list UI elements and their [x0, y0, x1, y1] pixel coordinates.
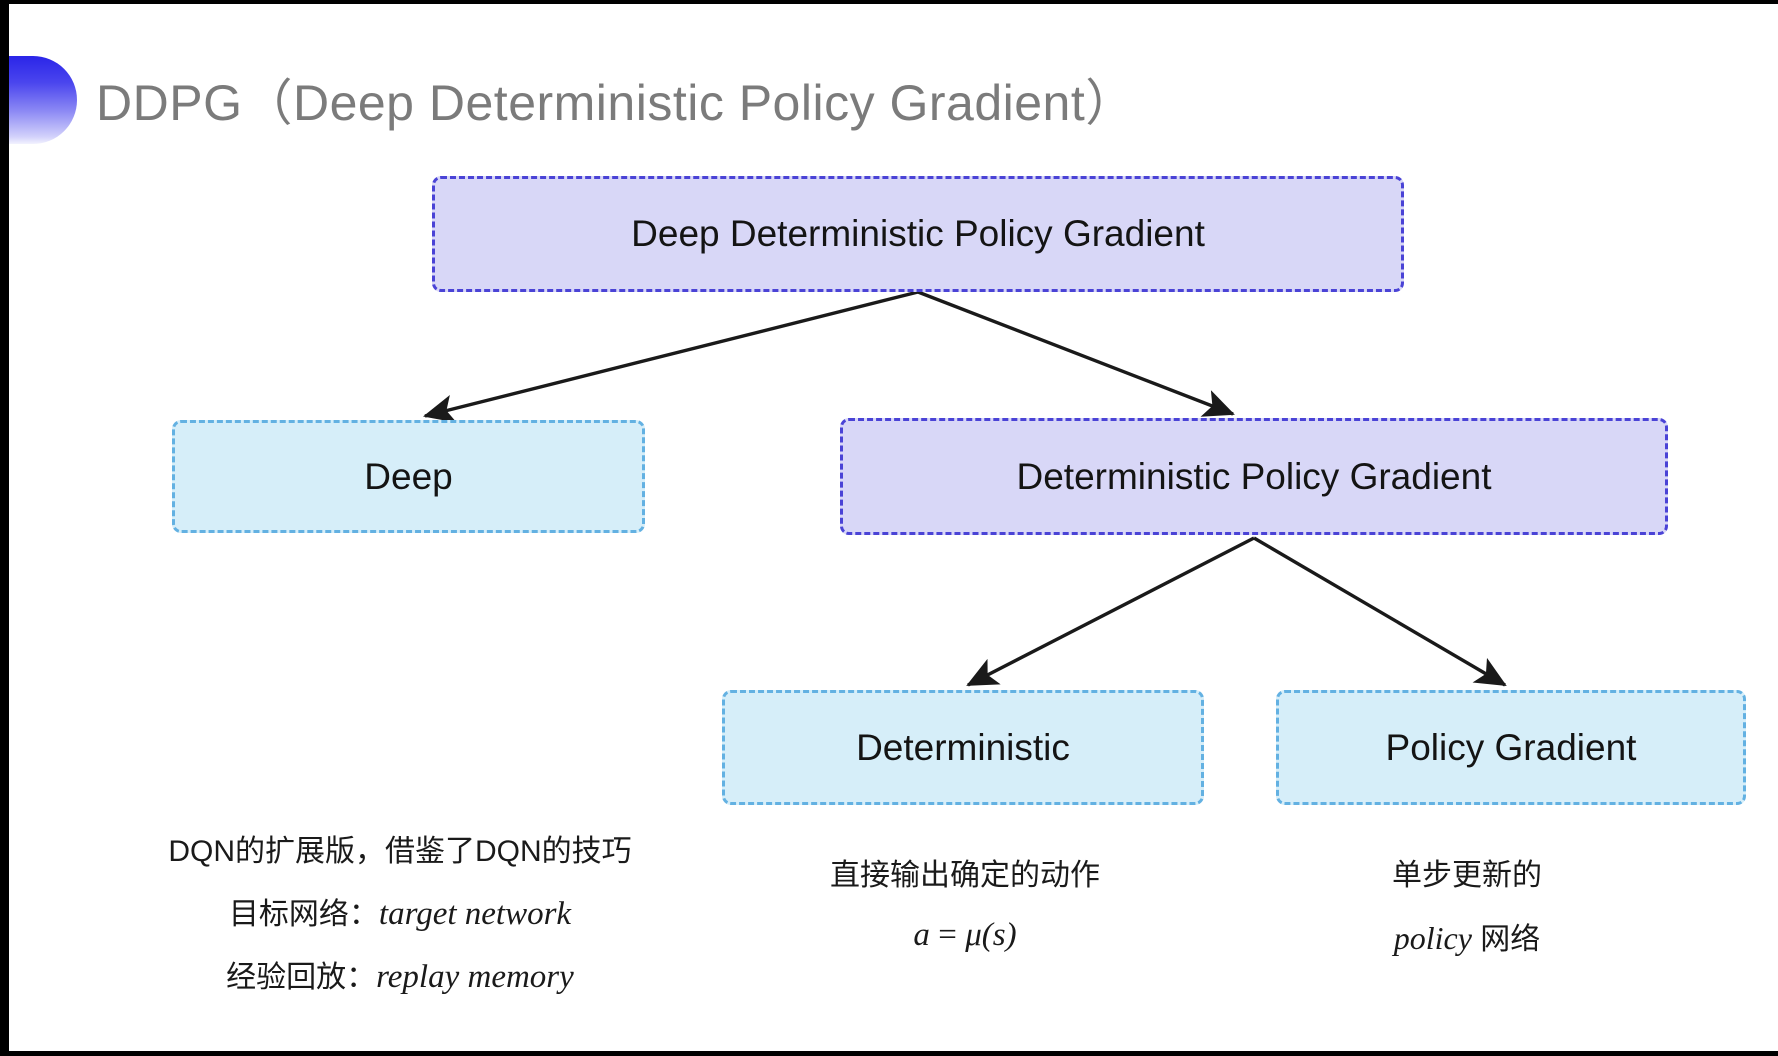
caption-deterministic-line1: 直接输出确定的动作	[830, 859, 1100, 892]
edge-root-dpg	[917, 290, 1235, 417]
caption-policy-gradient-term: policy	[1393, 920, 1472, 956]
caption-deep-line2-term: target network	[378, 896, 572, 932]
title-bullet-icon	[9, 56, 77, 144]
node-deterministic[interactable]: Deterministic	[722, 690, 1204, 805]
node-deep-deterministic-policy-gradient[interactable]: Deep Deterministic Policy Gradient	[432, 176, 1404, 292]
slide-frame-top	[0, 0, 1778, 4]
node-deep[interactable]: Deep	[172, 420, 645, 533]
caption-deterministic-formula: a = μ(s)	[730, 907, 1200, 964]
edge-dpg-deterministic	[966, 536, 1255, 687]
caption-deep-line1: DQN的扩展版，借鉴了DQN的技巧	[168, 835, 632, 868]
page-title: DDPG（Deep Deterministic Policy Gradient）	[96, 75, 1136, 131]
caption-deterministic: 直接输出确定的动作 a = μ(s)	[730, 845, 1200, 964]
edge-root-deep	[423, 290, 919, 423]
caption-policy-gradient-line1: 单步更新的	[1392, 859, 1542, 892]
node-label: Policy Gradient	[1385, 726, 1637, 768]
caption-policy-gradient: 单步更新的 policy 网络	[1262, 845, 1672, 971]
caption-deep-line3: 经验回放：replay memory	[90, 946, 710, 1009]
formula-function: μ	[965, 917, 982, 953]
node-label: Deep Deterministic Policy Gradient	[631, 213, 1205, 254]
caption-policy-gradient-suffix: 网络	[1480, 923, 1541, 956]
caption-deep: DQN的扩展版，借鉴了DQN的技巧 目标网络：target network 经验…	[90, 820, 710, 1009]
caption-deep-line2: 目标网络：target network	[90, 883, 710, 946]
caption-policy-gradient-line2: policy 网络	[1262, 907, 1672, 971]
node-deterministic-policy-gradient[interactable]: Deterministic Policy Gradient	[840, 418, 1668, 535]
node-policy-gradient[interactable]: Policy Gradient	[1276, 690, 1746, 805]
formula-equals: =	[938, 917, 957, 953]
slide-frame-bottom	[0, 1051, 1778, 1056]
node-label: Deterministic	[856, 726, 1070, 768]
node-label: Deep	[364, 455, 453, 497]
caption-deep-line2-label: 目标网络：	[228, 898, 379, 931]
caption-deep-line3-label: 经验回放：	[226, 961, 377, 994]
edge-dpg-policy-gradient	[1253, 536, 1507, 687]
slide-frame-left	[0, 0, 9, 1056]
formula-lhs: a	[913, 917, 930, 953]
node-label: Deterministic Policy Gradient	[1016, 455, 1492, 497]
caption-deep-line3-term: replay memory	[376, 959, 574, 995]
formula-argument: (s)	[981, 917, 1017, 953]
